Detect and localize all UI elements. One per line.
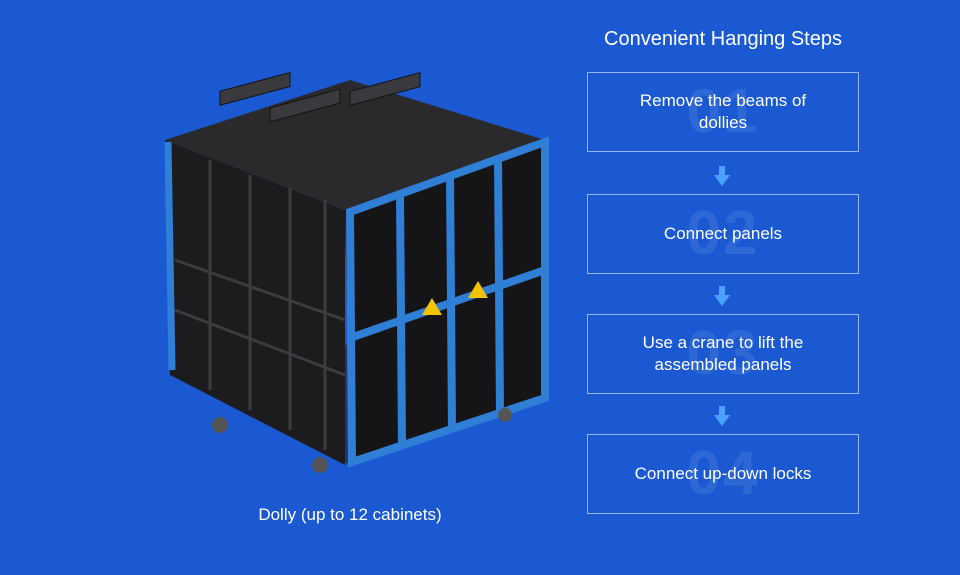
step-number: 04: [686, 439, 760, 508]
step-2: 02 Connect panels: [587, 194, 859, 274]
step-label: Connect panels: [663, 224, 783, 243]
arrow-down-icon: [714, 166, 730, 186]
dolly-caption: Dolly (up to 12 cabinets): [258, 505, 442, 524]
steps-title: Convenient Hanging Steps: [604, 28, 842, 50]
step-number: 01: [686, 77, 760, 146]
dolly-image: [164, 71, 549, 473]
step-number: 03: [686, 319, 760, 388]
step-4: 04 Connect up-down locks: [587, 434, 859, 514]
arrow-down-icon: [714, 406, 730, 426]
step-label: Connect up-down locks: [634, 464, 812, 483]
step-1: 01 Remove the beams of dollies: [587, 72, 859, 152]
step-label: Use a crane to lift the assembled panels: [642, 333, 804, 374]
arrow-down-icon: [714, 286, 730, 306]
step-label: Remove the beams of dollies: [639, 91, 807, 132]
step-3: 03 Use a crane to lift the assembled pan…: [587, 314, 859, 394]
product-visual: Dolly (up to 12 cabinets): [164, 71, 549, 524]
step-number: 02: [686, 199, 760, 268]
